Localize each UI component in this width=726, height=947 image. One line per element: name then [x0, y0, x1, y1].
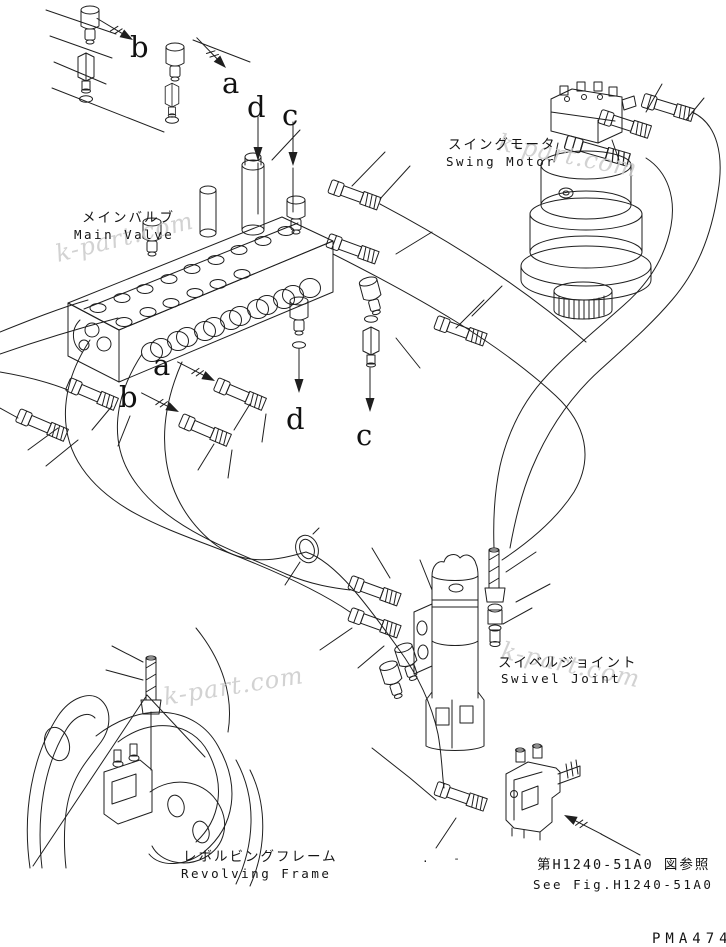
label-swivel-joint-en: Swivel Joint: [501, 671, 621, 686]
hose-fitting: [433, 780, 488, 813]
hex-nipple: [164, 82, 180, 118]
label-revolving-frame-jp: レボルビングフレーム: [183, 849, 338, 865]
hose-fitting: [433, 314, 488, 347]
label-main-valve-en: Main Valve: [74, 227, 174, 242]
watermark-text: k-part.com: [162, 661, 306, 711]
label-revolving-frame-en: Revolving Frame: [181, 866, 331, 881]
hose-fitting: [597, 108, 653, 140]
hose-fitting: [14, 408, 70, 443]
hose-clamp: [284, 527, 320, 586]
label-reference-jp: 第H1240-51A0 図参照: [537, 856, 710, 873]
hose-fitting: [212, 377, 268, 412]
label-reference-en: See Fig.H1240-51A0: [533, 877, 713, 892]
pilot-valve-assembly: [505, 743, 581, 841]
label-main-valve-jp: メインバルブ: [82, 209, 175, 226]
hose-fitting: [64, 377, 120, 412]
hose-fitting: [347, 574, 402, 607]
reference-arrow: [561, 810, 604, 839]
label-swing-motor-en: Swing Motor: [446, 154, 556, 169]
hose-fitting: [347, 606, 402, 639]
elbow-fitting: [357, 274, 387, 318]
hose-fitting: [325, 232, 380, 265]
drawing-part-number: PMA4745: [652, 931, 726, 947]
main-valve-assembly: [67, 152, 334, 383]
revolving-frame-assembly: [26, 655, 264, 887]
elbow-fitting: [378, 658, 408, 702]
o-ring: [292, 341, 306, 349]
callout-arrow-mid-d: [294, 348, 304, 394]
swivel-joint-assembly: [413, 547, 506, 751]
hose-fitting: [177, 413, 233, 448]
swing-motor-assembly: [520, 81, 652, 320]
callout-letter-mid-a: a: [153, 348, 170, 382]
o-ring: [165, 116, 179, 124]
hydraulic-hoses: [0, 111, 721, 789]
leader-lines: [27, 9, 705, 856]
callout-letter-top-d: d: [247, 90, 266, 124]
callout-letter-top-b: b: [130, 30, 149, 64]
callout-arrow-mid-b: [139, 388, 182, 417]
label-swing-motor-jp: スイングモータ: [448, 137, 557, 153]
stray-marks: . -: [422, 852, 469, 865]
label-swivel-joint-jp: スイベルジョイント: [498, 655, 638, 671]
callout-letter-top-c: c: [282, 98, 298, 132]
o-ring: [364, 315, 378, 323]
hex-nipple: [362, 326, 380, 368]
callout-arrow-mid-c: [365, 367, 375, 413]
callout-letter-mid-d: d: [286, 402, 305, 436]
elbow-fitting: [286, 195, 306, 235]
elbow-fitting: [165, 42, 185, 82]
callout-letter-top-a: a: [222, 66, 239, 100]
callout-letter-mid-c: c: [356, 418, 372, 452]
callout-letter-mid-b: b: [119, 380, 138, 414]
